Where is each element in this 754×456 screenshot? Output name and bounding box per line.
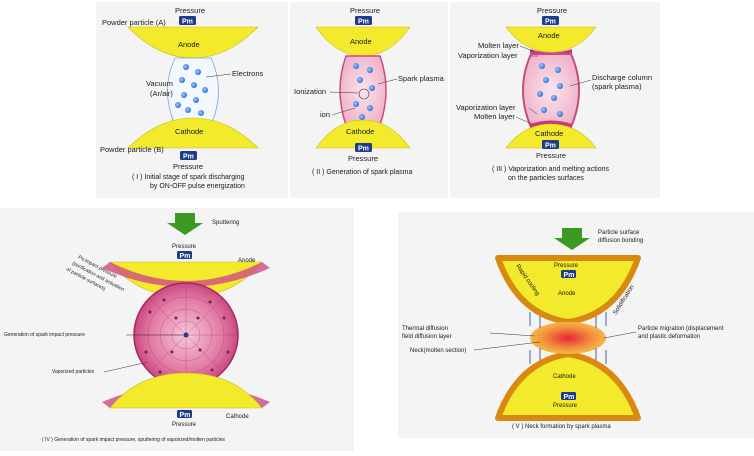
pressure-top-label: Pressure <box>554 263 579 269</box>
spark-plasma-label: Spark plasma <box>398 74 445 83</box>
caption-3-line1: ( III ) Vaporization and melting actions <box>492 166 609 173</box>
pm-bottom-label: Pm <box>183 154 194 161</box>
powder-a-label: Powder particle (A) <box>102 18 166 27</box>
caption-3-line2: on the particles surfaces <box>508 175 584 182</box>
discharge-column-line2: (spark plasma) <box>592 82 642 91</box>
center-dot <box>184 333 189 338</box>
pressure-top-label: Pressure <box>350 6 380 15</box>
pm-top-label: Pm <box>180 253 191 260</box>
anode-label: Anode <box>558 291 576 297</box>
pressure-bottom-label: Pressure <box>348 154 378 163</box>
pressure-top-label: Pressure <box>172 244 197 250</box>
thermal-line2: field diffusion layer <box>402 334 452 340</box>
pm-bottom-label: Pm <box>545 143 556 150</box>
ion-label: ion <box>320 110 330 119</box>
molten-layer-bottom-label: Molten layer <box>474 112 515 121</box>
cathode-label: Cathode <box>175 127 203 136</box>
migration-line1: Particle migration (displacement <box>638 326 724 332</box>
pressure-bottom-label: Pressure <box>536 151 566 160</box>
cathode-label: Cathode <box>535 129 563 138</box>
pressure-bottom-label: Pressure <box>173 162 203 171</box>
discharge-column <box>523 54 579 127</box>
vapor-layer-bottom-label: Vaporization layer <box>456 103 516 112</box>
migration-line2: and plastic deformation <box>638 334 700 340</box>
caption-1-line1: ( I ) Initial stage of spark discharging <box>132 174 245 181</box>
gap-region <box>168 58 219 125</box>
cathode-label: Cathode <box>346 127 374 136</box>
pm-top-label: Pm <box>182 19 193 26</box>
thermal-line1: Thermal diffusion <box>402 326 448 332</box>
pm-top-label: Pm <box>358 19 369 26</box>
vacuum-label-line1: Vacuum <box>146 79 173 88</box>
panel-4: Sputtering Pressure Pm Anode Ps:impact p… <box>0 208 354 451</box>
panel-3: Pressure Pm Anode Molten layer Vaporizat… <box>450 2 660 198</box>
pm-bottom-label: Pm <box>180 412 191 419</box>
generation-label: Generation of spark impact pressure <box>4 332 85 338</box>
pm-bottom-label: Pm <box>358 146 369 153</box>
powder-b-label: Powder particle (B) <box>100 145 164 154</box>
molten-layer-top-label: Molten layer <box>478 41 519 50</box>
pressure-bottom-label: Pressure <box>553 403 578 409</box>
pressure-top-label: Pressure <box>175 6 205 15</box>
caption-5: ( V ) Neck formation by spark plasma <box>512 424 611 430</box>
pressure-top-label: Pressure <box>537 6 567 15</box>
vapor-layer-top-label: Vaporization layer <box>458 51 518 60</box>
cathode-label: Cathode <box>226 414 249 420</box>
sputtering-label: Sputtering <box>212 220 239 226</box>
vacuum-label-line2: (Ar/air) <box>150 89 173 98</box>
pm-bottom-label: Pm <box>564 394 575 401</box>
neck-label: Neck(molten section) <box>410 348 466 354</box>
anode-label: Anode <box>350 37 372 46</box>
caption-1-line2: by ON-OFF pulse energization <box>150 183 245 190</box>
bonding-line1: Particle surface <box>598 230 640 236</box>
bonding-line2: diffusion bonding <box>598 238 643 244</box>
panel-1: Powder particle (A) Pressure Pm Anode Va… <box>96 2 288 198</box>
pressure-bottom-label: Pressure <box>172 422 197 428</box>
anode-label: Anode <box>178 40 200 49</box>
panel-5: Particle surface diffusion bonding Press… <box>398 212 754 438</box>
neck-region <box>530 322 606 354</box>
caption-2: ( II ) Generation of spark plasma <box>312 169 412 176</box>
cathode-label: Cathode <box>553 374 576 380</box>
anode-label: Anode <box>238 258 256 264</box>
ionization-label: Ionization <box>294 87 326 96</box>
anode-label: Anode <box>538 31 560 40</box>
pm-top-label: Pm <box>564 272 575 279</box>
electrons-label: Electrons <box>232 69 264 78</box>
caption-4: ( IV ) Generation of spark impact pressu… <box>42 437 225 443</box>
vaporized-label: Vaporized particles <box>52 369 95 375</box>
discharge-column-line1: Discharge column <box>592 73 652 82</box>
pm-top-label: Pm <box>545 19 556 26</box>
panel-2: Pressure Pm Anode Spark plasma Ionizatio… <box>290 2 448 198</box>
